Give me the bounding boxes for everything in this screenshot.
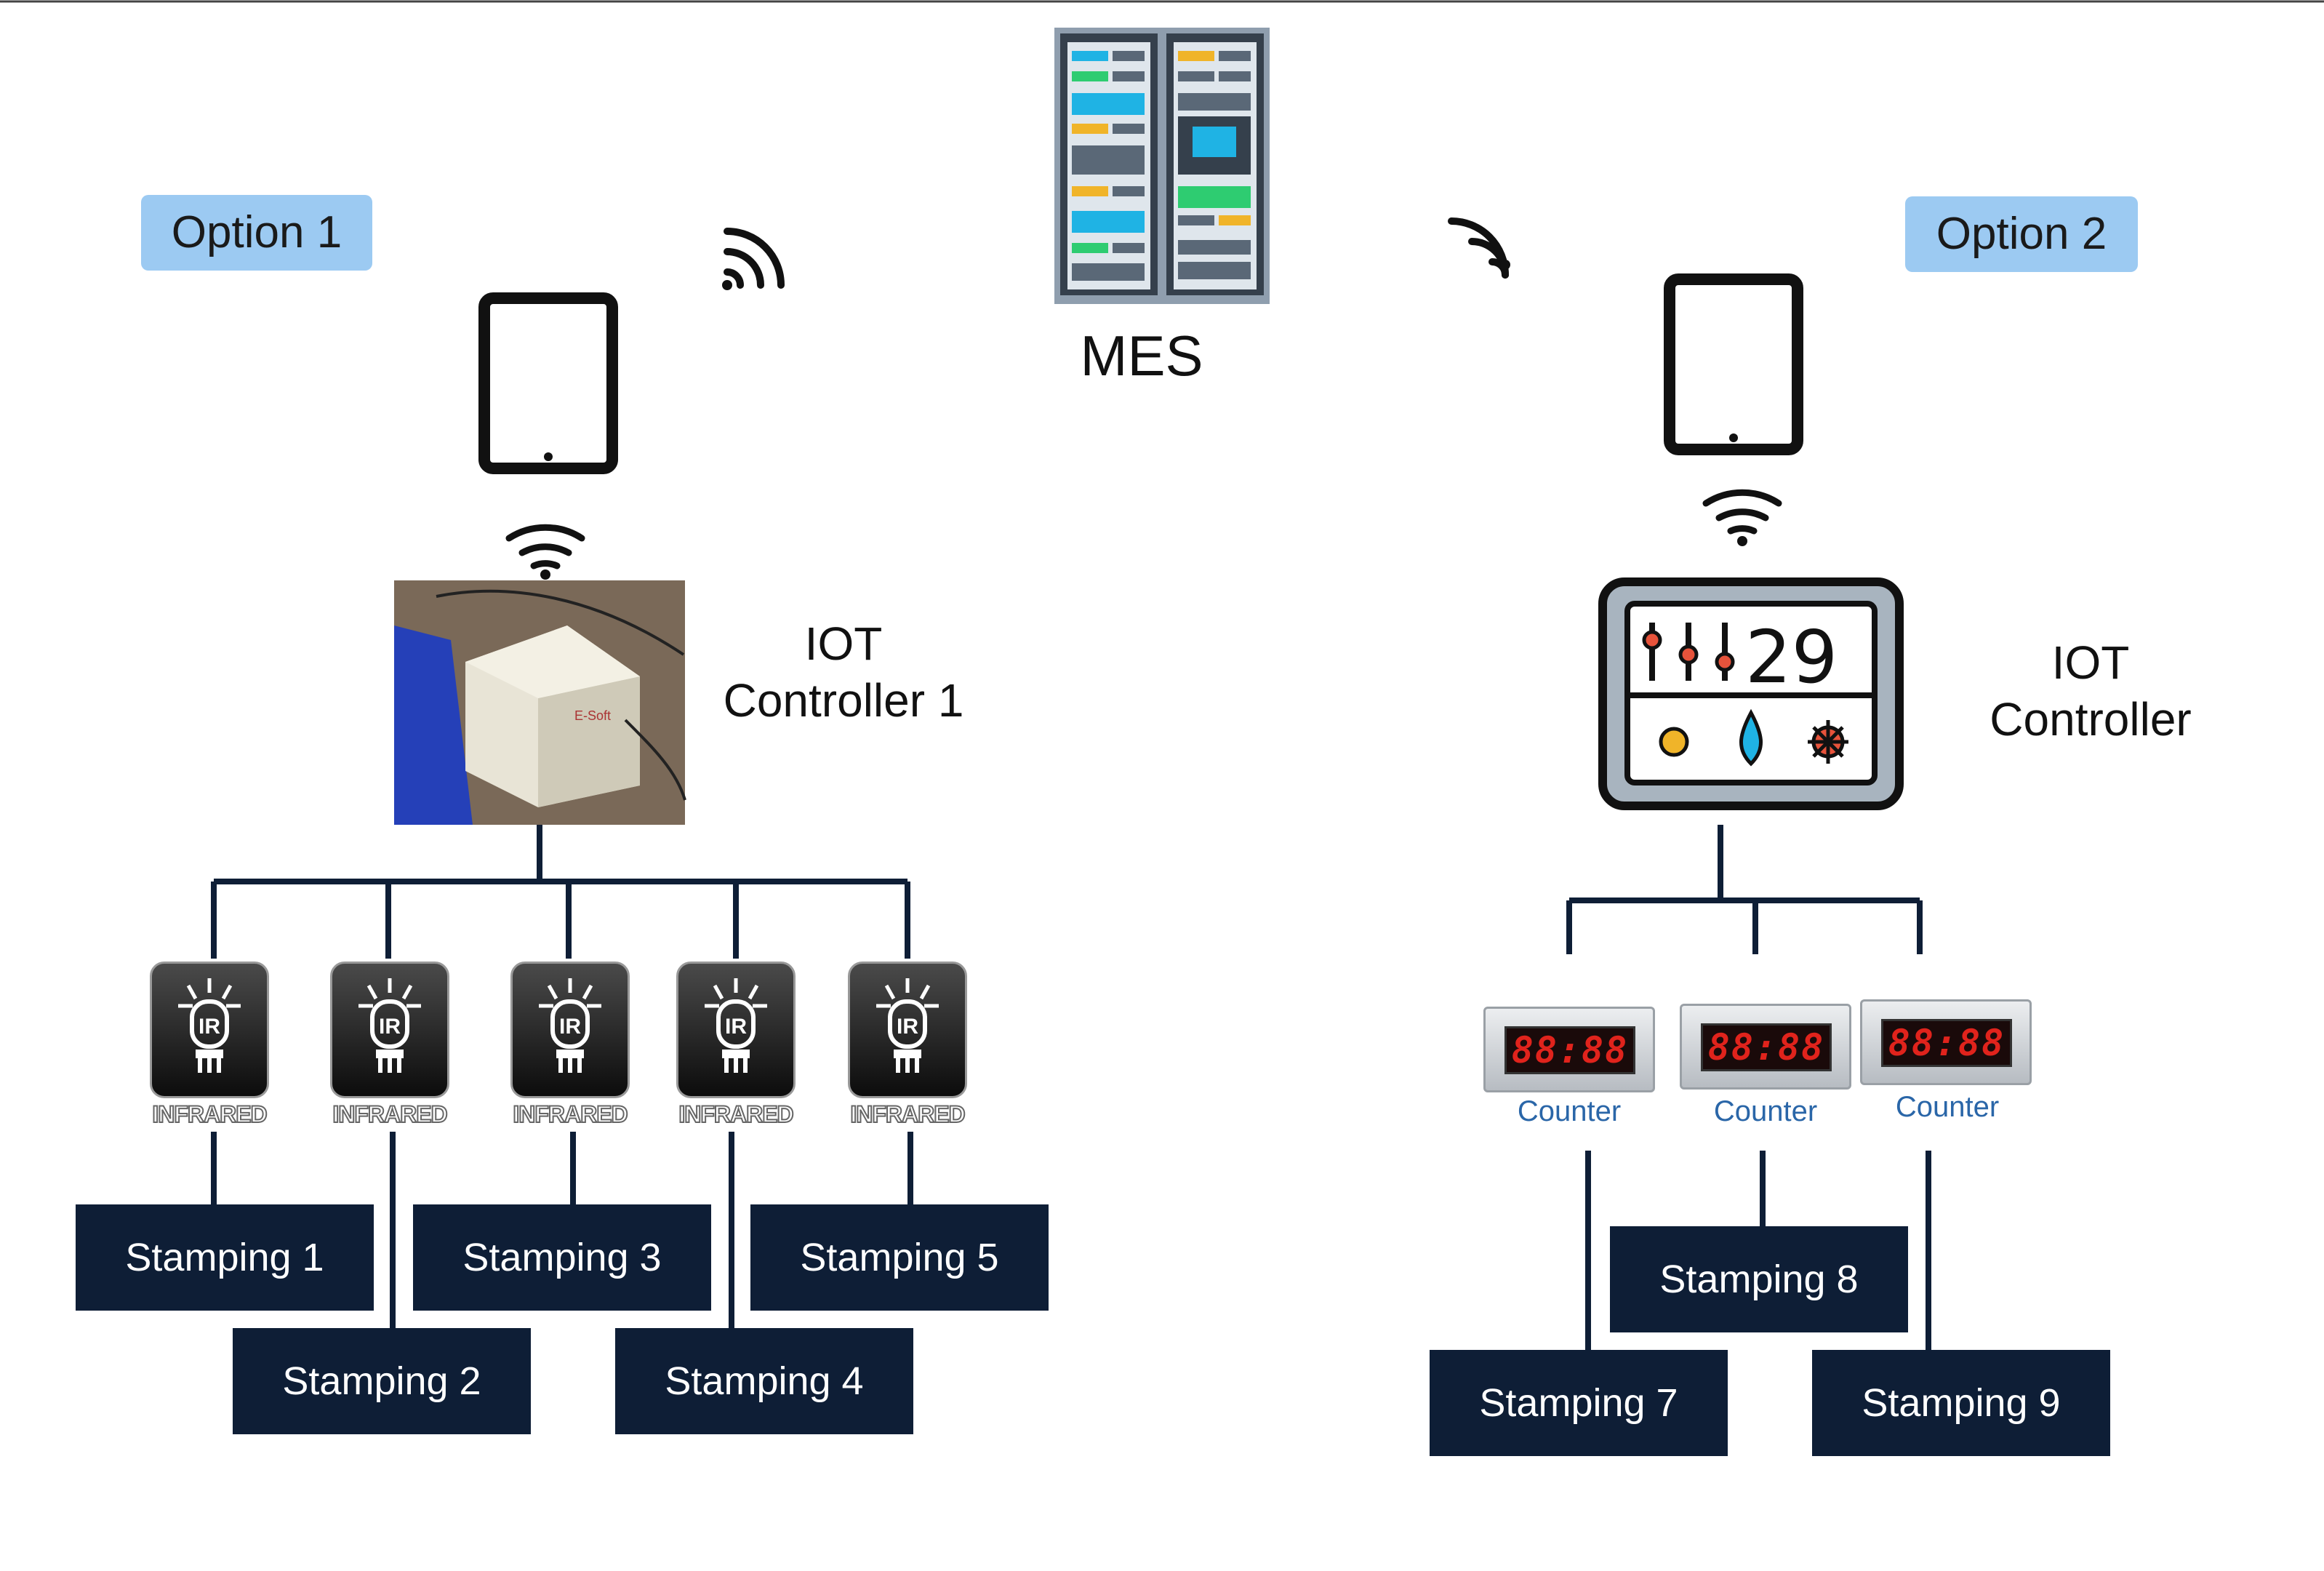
ir-text: IR xyxy=(897,1015,918,1039)
option-2-badge: Option 2 xyxy=(1905,196,2138,272)
counter-display-icon: 88:88 xyxy=(1483,1007,1655,1092)
ir-sensor-icon: IR xyxy=(330,962,449,1098)
counter-screen: 88:88 xyxy=(1701,1023,1832,1071)
controller-brand: E-Soft xyxy=(574,708,611,723)
wifi-icon xyxy=(505,524,585,580)
counter-screen: 88:88 xyxy=(1504,1026,1635,1074)
counter-digits: 88:88 xyxy=(1511,1029,1629,1071)
counter-label: Counter xyxy=(1713,1095,1818,1127)
counter-display-icon: 88:88 xyxy=(1680,1004,1851,1090)
iot-controller-photo: E-Soft xyxy=(394,580,686,825)
stamping-8-box: Stamping 8 xyxy=(1610,1226,1908,1332)
stamping-3-box: Stamping 3 xyxy=(413,1204,711,1311)
ir-text: IR xyxy=(379,1015,401,1039)
stamping-1-box: Stamping 1 xyxy=(76,1204,374,1311)
option-1-badge: Option 1 xyxy=(141,195,372,271)
stamping-4-box: Stamping 4 xyxy=(615,1328,913,1434)
ir-sensor-icon: IR xyxy=(150,962,269,1098)
ir-text: IR xyxy=(725,1015,747,1039)
iot-controller-line-2: Controller xyxy=(1990,693,2192,745)
wifi-icon xyxy=(1448,217,1510,279)
stamping-2-box: Stamping 2 xyxy=(233,1328,531,1434)
counter-digits: 88:88 xyxy=(1707,1026,1825,1068)
right-connectors xyxy=(1566,825,1931,1350)
iot-controller-icon: 29 xyxy=(1598,577,1904,810)
infrared-label: INFRARED xyxy=(849,1100,966,1128)
ir-sensor-icon: IR xyxy=(510,962,630,1098)
counter-label: Counter xyxy=(1895,1091,2000,1123)
mes-label: MES xyxy=(1080,324,1203,388)
counter-screen: 88:88 xyxy=(1881,1019,2012,1067)
left-connectors xyxy=(211,825,913,1328)
controller-display-value: 29 xyxy=(1745,615,1838,700)
iot-controller-line-1: IOT xyxy=(2051,636,2130,689)
stamping-9-box: Stamping 9 xyxy=(1812,1350,2110,1456)
infrared-label: INFRARED xyxy=(151,1100,268,1128)
wifi-icon xyxy=(1702,489,1782,546)
counter-label: Counter xyxy=(1517,1095,1622,1127)
ir-sensor-icon: IR xyxy=(676,962,796,1098)
infrared-label: INFRARED xyxy=(678,1100,794,1128)
ir-text: IR xyxy=(559,1015,581,1039)
wifi-icon xyxy=(722,228,785,290)
iot-controller-1-line-2: Controller 1 xyxy=(723,674,964,727)
iot-controller-1-label: IOT Controller 1 xyxy=(720,615,967,729)
stamping-5-box: Stamping 5 xyxy=(750,1204,1049,1311)
tablet-icon xyxy=(478,292,618,474)
infrared-label: INFRARED xyxy=(332,1100,448,1128)
tablet-icon xyxy=(1664,273,1803,455)
counter-digits: 88:88 xyxy=(1888,1022,2006,1064)
server-rack-icon xyxy=(1054,28,1270,304)
stamping-7-box: Stamping 7 xyxy=(1430,1350,1728,1456)
iot-controller-label: IOT Controller xyxy=(1978,634,2203,748)
infrared-label: INFRARED xyxy=(512,1100,628,1128)
ir-sensor-icon: IR xyxy=(848,962,967,1098)
counter-display-icon: 88:88 xyxy=(1860,999,2032,1085)
ir-text: IR xyxy=(199,1015,220,1039)
iot-controller-1-line-1: IOT xyxy=(804,617,883,670)
